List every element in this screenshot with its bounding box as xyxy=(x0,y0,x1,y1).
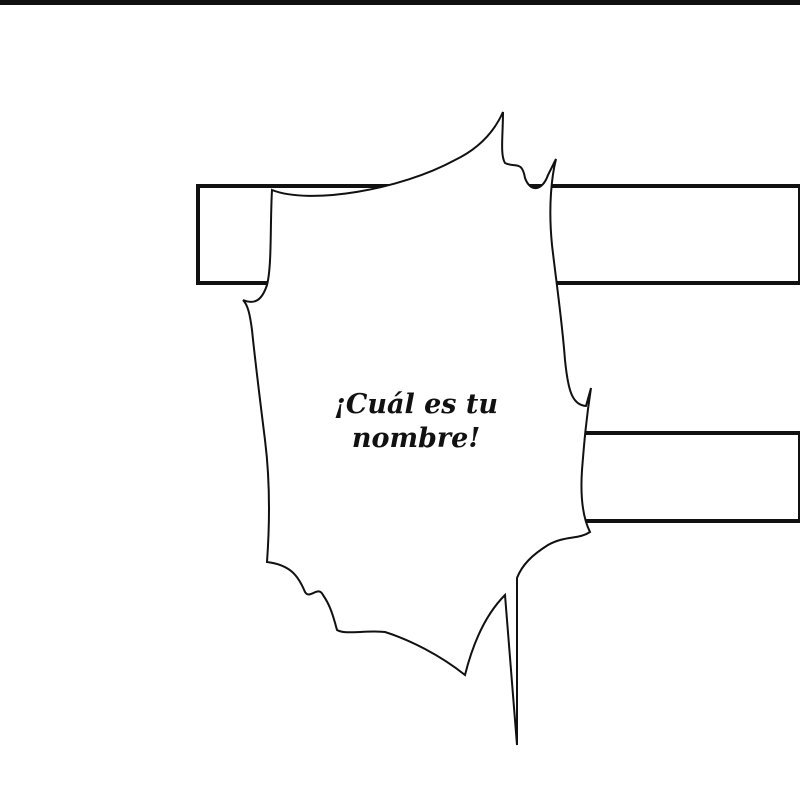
lower-bar xyxy=(558,431,800,523)
speech-bubble-text: ¡Cuál es tu nombre! xyxy=(333,389,498,454)
panel-top-border xyxy=(0,0,800,5)
speech-bubble-outline xyxy=(242,111,592,746)
